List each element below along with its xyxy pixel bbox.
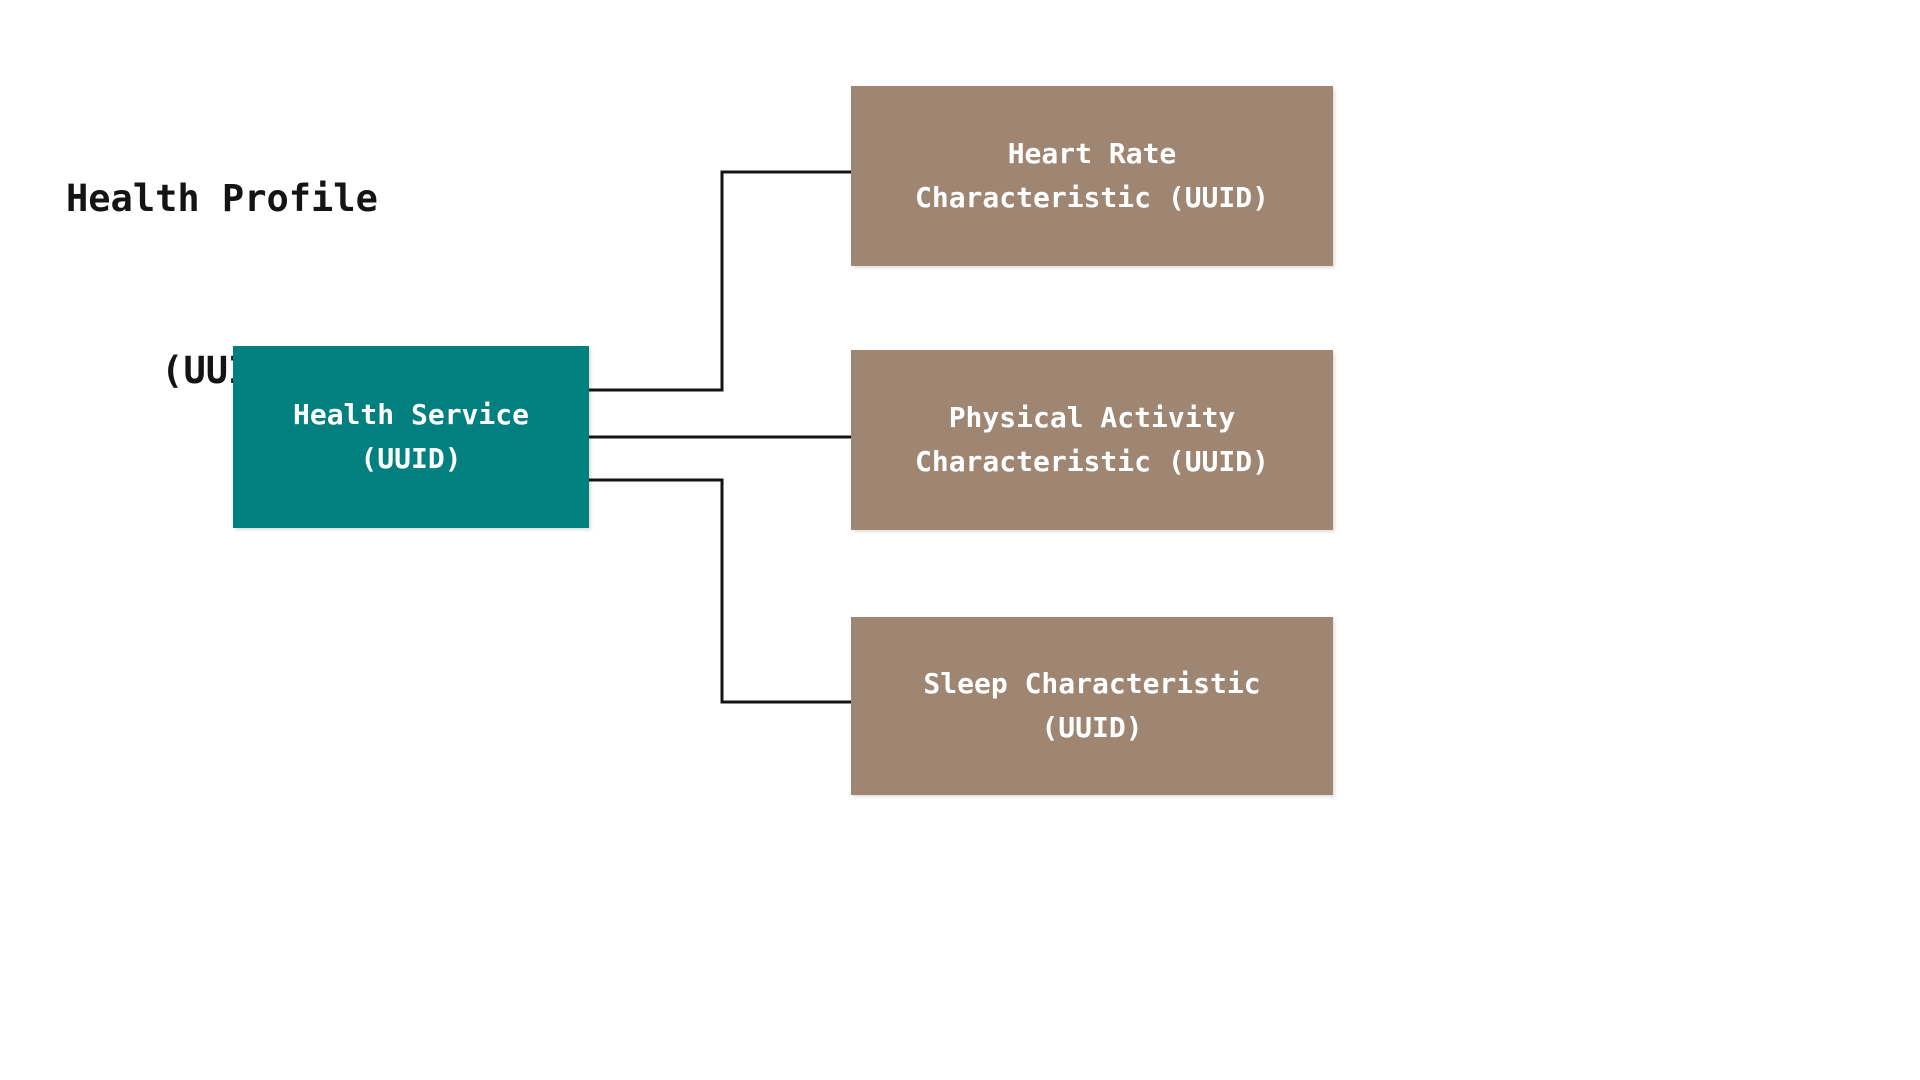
node-sleep-characteristic-label: Sleep Characteristic (UUID) — [923, 666, 1261, 744]
node-physical-activity-characteristic[interactable]: Physical Activity Characteristic (UUID) — [851, 350, 1333, 530]
node-health-service-label: Health Service (UUID) — [292, 397, 529, 475]
connector-sleep — [587, 478, 853, 704]
node-heart-rate-characteristic-label: Heart Rate Characteristic (UUID) — [914, 136, 1269, 214]
node-sleep-characteristic[interactable]: Sleep Characteristic (UUID) — [851, 617, 1333, 795]
node-heart-rate-characteristic[interactable]: Heart Rate Characteristic (UUID) — [851, 86, 1333, 266]
page-title-line-1: Health Profile — [66, 176, 378, 220]
connector-heart-rate — [587, 170, 853, 392]
node-physical-activity-characteristic-label: Physical Activity Characteristic (UUID) — [914, 400, 1269, 478]
node-health-service[interactable]: Health Service (UUID) — [233, 346, 589, 528]
